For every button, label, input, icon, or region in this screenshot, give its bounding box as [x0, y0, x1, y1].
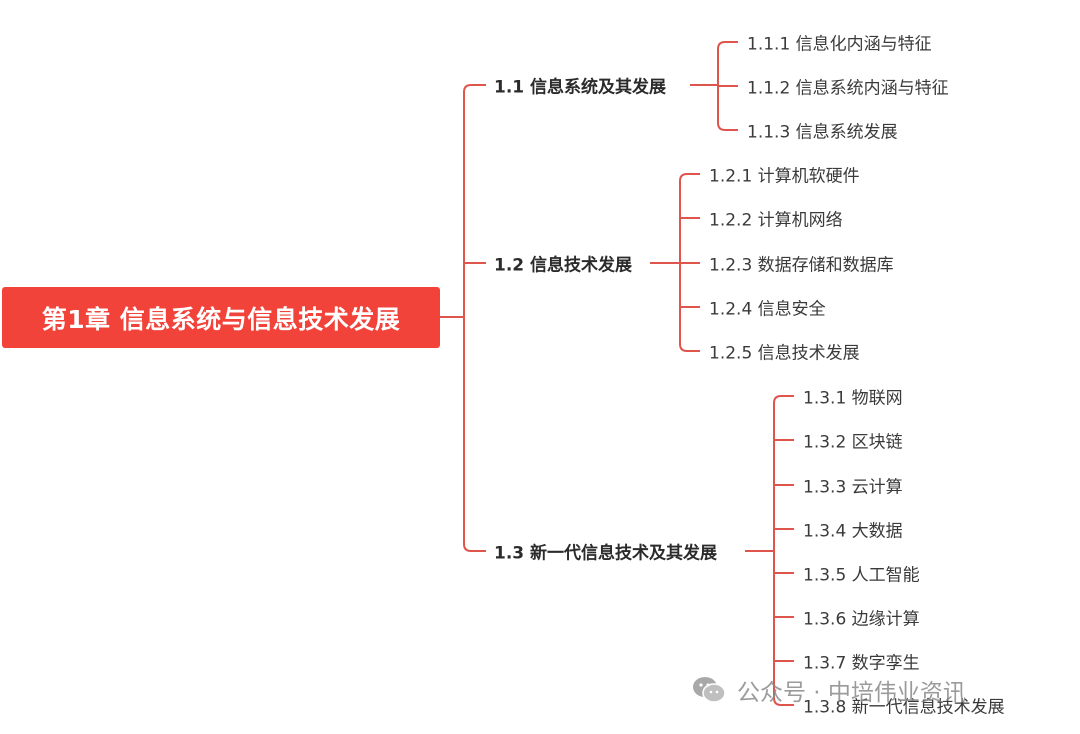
section-1-3-connector-bus [773, 395, 782, 706]
watermark-label: 公众号 · 中培伟业资讯 [737, 680, 966, 706]
watermark: 公众号 · 中培伟业资讯 [691, 672, 966, 708]
topic-node-1-3-2[interactable]: 1.3.2 区块链 [803, 432, 903, 453]
root-label: 第1章 信息系统与信息技术发展 [41, 304, 401, 334]
section-node-1-2[interactable]: 1.2 信息技术发展 [494, 255, 633, 276]
topic-node-1-2-5[interactable]: 1.2.5 信息技术发展 [709, 343, 860, 364]
topic-node-1-1-2[interactable]: 1.1.2 信息系统内涵与特征 [747, 78, 949, 99]
section-node-1-1[interactable]: 1.1 信息系统及其发展 [494, 77, 667, 98]
topic-node-1-3-6[interactable]: 1.3.6 边缘计算 [803, 609, 920, 630]
topic-node-1-3-5[interactable]: 1.3.5 人工智能 [803, 565, 920, 586]
topic-node-1-3-7[interactable]: 1.3.7 数字孪生 [803, 653, 920, 674]
topic-node-1-3-4[interactable]: 1.3.4 大数据 [803, 521, 903, 542]
topic-node-1-2-2[interactable]: 1.2.2 计算机网络 [709, 210, 843, 231]
root-node[interactable]: 第1章 信息系统与信息技术发展 [2, 287, 440, 348]
topic-node-1-3-8[interactable]: 1.3.8 新一代信息技术发展 [803, 697, 1005, 718]
topic-node-1-3-1[interactable]: 1.3.1 物联网 [803, 388, 903, 409]
topic-node-1-3-3[interactable]: 1.3.3 云计算 [803, 477, 903, 498]
wechat-icon [693, 677, 726, 703]
topic-node-1-1-3[interactable]: 1.1.3 信息系统发展 [747, 122, 898, 143]
topic-node-1-2-1[interactable]: 1.2.1 计算机软硬件 [709, 166, 860, 187]
topic-node-1-2-4[interactable]: 1.2.4 信息安全 [709, 299, 826, 320]
section-node-1-3[interactable]: 1.3 新一代信息技术及其发展 [494, 543, 718, 564]
root-connector-bus [463, 84, 472, 552]
topic-node-1-1-1[interactable]: 1.1.1 信息化内涵与特征 [747, 34, 932, 55]
topic-node-1-2-3[interactable]: 1.2.3 数据存储和数据库 [709, 255, 894, 276]
